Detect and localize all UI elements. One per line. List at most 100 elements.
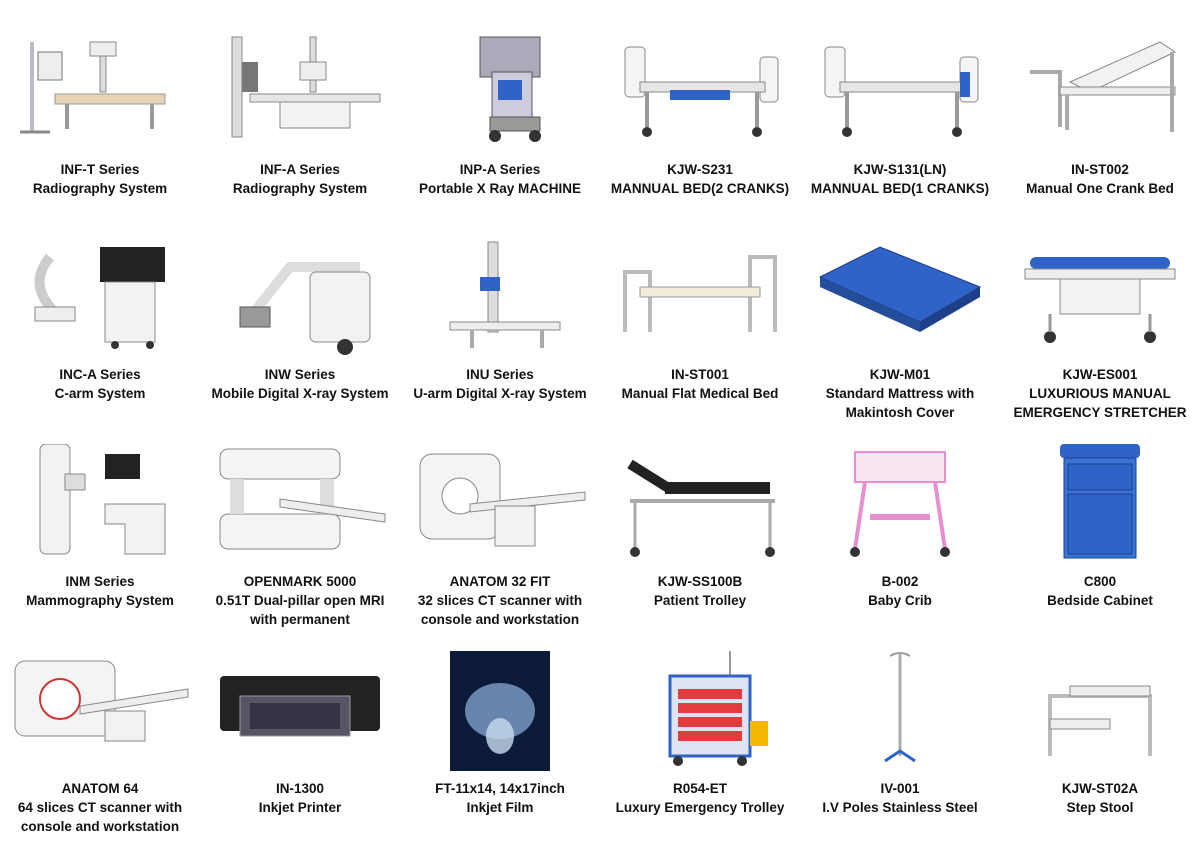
portable-xray-icon [410,32,590,152]
product-card: KJW-M01 Standard Mattress with Makintosh… [800,207,1000,420]
product-description: C-arm System [54,386,146,401]
iv-pole-icon [810,651,990,771]
product-caption: R054-ET Luxury Emergency Trolley [616,779,785,817]
xray-film-icon [410,651,590,771]
product-card: KJW-ST02A Step Stool [1000,621,1200,848]
product-code: KJW-M01 [869,367,931,382]
product-code: INW Series [264,367,336,382]
product-code: IN-ST001 [671,367,729,382]
mobile-xray-icon [210,237,390,357]
product-card: IN-ST002 Manual One Crank Bed [1000,0,1200,207]
product-caption: ANATOM 64 64 slices CT scanner with cons… [18,779,182,836]
product-description: I.V Poles Stainless Steel [822,800,978,815]
product-description: Standard Mattress with [825,386,975,401]
product-card: KJW-SS100B Patient Trolley [600,414,800,621]
product-caption: IV-001 I.V Poles Stainless Steel [822,779,977,817]
product-description: console and workstation [420,612,580,627]
stretcher-icon [1010,237,1190,357]
product-code: R054-ET [672,781,727,796]
product-card: ANATOM 64 64 slices CT scanner with cons… [0,621,200,848]
product-caption: IN-1300 Inkjet Printer [259,779,342,817]
product-code: INC-A Series [59,367,141,382]
product-description: Mobile Digital X-ray System [211,386,389,401]
product-caption: IN-ST001 Manual Flat Medical Bed [622,365,779,403]
product-caption: INU Series U-arm Digital X-ray System [413,365,586,403]
mammography-icon [10,444,190,564]
product-description: Patient Trolley [653,593,747,608]
product-code: KJW-ST02A [1061,781,1139,796]
product-card: R054-ET Luxury Emergency Trolley [600,621,800,848]
product-card: KJW-ES001 LUXURIOUS MANUAL EMERGENCY STR… [1000,207,1200,420]
product-description: Manual One Crank Bed [1026,181,1174,196]
product-card: C800 Bedside Cabinet [1000,414,1200,621]
radiography-table-icon [10,32,190,152]
product-description: Manual Flat Medical Bed [621,386,779,401]
product-code: IV-001 [880,781,920,796]
patient-trolley-icon [610,444,790,564]
product-code: KJW-ES001 [1062,367,1138,382]
ct-32-icon [410,444,590,564]
product-description: Luxury Emergency Trolley [615,800,785,815]
baby-crib-icon [810,444,990,564]
step-stool-icon [1010,651,1190,771]
product-description: console and workstation [20,819,180,834]
product-caption: INP-A Series Portable X Ray MACHINE [419,160,581,198]
product-caption: C800 Bedside Cabinet [1047,572,1153,610]
product-description: 32 slices CT scanner with [417,593,583,608]
emergency-trolley-icon [610,651,790,771]
product-caption: OPENMARK 5000 0.51T Dual-pillar open MRI… [216,572,385,629]
product-description: Inkjet Film [466,800,534,815]
product-caption: INW Series Mobile Digital X-ray System [211,365,388,403]
product-caption: FT-11x14, 14x17inch Inkjet Film [435,779,565,817]
product-caption: KJW-S131(LN) MANNUAL BED(1 CRANKS) [811,160,989,198]
product-card: IN-1300 Inkjet Printer [200,621,400,848]
product-code: FT-11x14, 14x17inch [435,781,565,796]
product-code: INF-A Series [260,162,340,177]
product-caption: INC-A Series C-arm System [55,365,146,403]
product-description: Inkjet Printer [258,800,342,815]
product-card: IV-001 I.V Poles Stainless Steel [800,621,1000,848]
c-arm-icon [10,237,190,357]
product-description: 64 slices CT scanner with [17,800,183,815]
product-code: B-002 [881,574,919,589]
product-description: MANNUAL BED(2 CRANKS) [610,181,790,196]
product-card: OPENMARK 5000 0.51T Dual-pillar open MRI… [200,414,400,627]
ct-64-icon [10,651,190,771]
product-description: Makintosh Cover [845,405,955,420]
bed-two-cranks-icon [610,32,790,152]
product-code: ANATOM 32 FIT [449,574,551,589]
product-caption: KJW-SS100B Patient Trolley [654,572,746,610]
product-card: INC-A Series C-arm System [0,207,200,414]
product-description: LUXURIOUS MANUAL [1029,386,1171,401]
product-caption: INF-A Series Radiography System [233,160,367,198]
product-description: 0.51T Dual-pillar open MRI [215,593,385,608]
product-card: INP-A Series Portable X Ray MACHINE [400,0,600,207]
product-code: IN-1300 [275,781,325,796]
bedside-cabinet-icon [1010,444,1190,564]
product-card: INU Series U-arm Digital X-ray System [400,207,600,414]
u-arm-icon [410,237,590,357]
product-description: Portable X Ray MACHINE [418,181,582,196]
product-code: INF-T Series [60,162,140,177]
product-card: B-002 Baby Crib [800,414,1000,621]
product-description: MANNUAL BED(1 CRANKS) [810,181,990,196]
product-description: with permanent [250,612,350,627]
product-description: Step Stool [1066,800,1134,815]
product-code: KJW-S131(LN) [853,162,947,177]
product-caption: KJW-M01 Standard Mattress with Makintosh… [826,365,975,422]
product-description: Radiography System [232,181,368,196]
product-description: Mammography System [26,593,174,608]
product-card: INM Series Mammography System [0,414,200,621]
product-card: INF-T Series Radiography System [0,0,200,207]
product-caption: INF-T Series Radiography System [33,160,167,198]
product-card: FT-11x14, 14x17inch Inkjet Film [400,621,600,848]
product-description: Bedside Cabinet [1047,593,1153,608]
product-code: C800 [1083,574,1117,589]
product-card: KJW-S231 MANNUAL BED(2 CRANKS) [600,0,800,207]
mattress-icon [810,237,990,357]
product-caption: ANATOM 32 FIT 32 slices CT scanner with … [418,572,582,629]
radiography-stand-icon [210,32,390,152]
product-code: IN-ST002 [1071,162,1129,177]
product-caption: INM Series Mammography System [26,572,174,610]
